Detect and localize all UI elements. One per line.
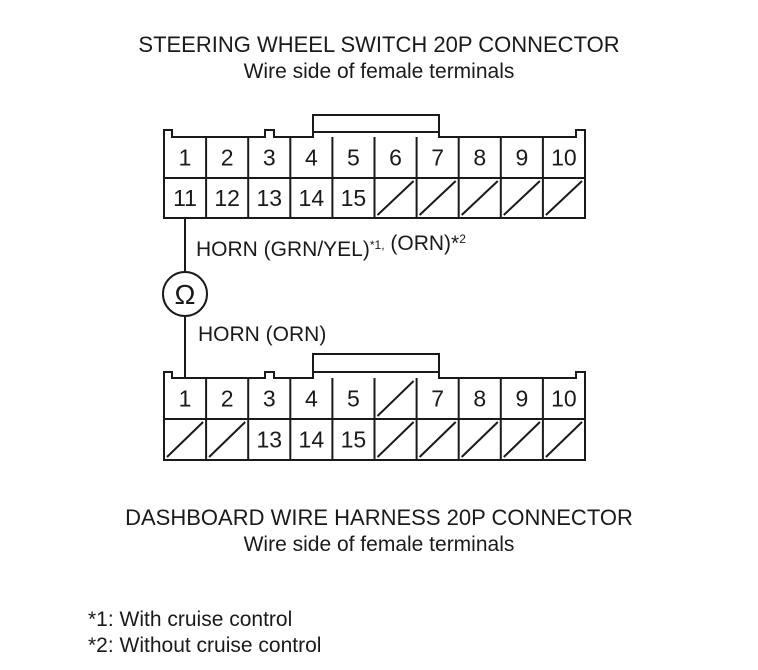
terminal-5: 5 xyxy=(347,145,360,171)
empty-cavity-slash xyxy=(376,380,415,417)
bottom-connector-title: DASHBOARD WIRE HARNESS 20P CONNECTOR xyxy=(125,505,633,530)
terminal-4: 4 xyxy=(305,386,318,412)
bottom-wire-label: HORN (ORN) xyxy=(198,323,327,346)
note-1: *1: With cruise control xyxy=(88,608,293,631)
top-connector-subtitle: Wire side of female terminals xyxy=(243,60,515,83)
bottom-connector-housing xyxy=(163,353,586,461)
empty-cavity-slash xyxy=(376,421,415,458)
terminal-15: 15 xyxy=(341,427,367,453)
terminal-1: 1 xyxy=(179,145,192,171)
ohm-icon: Ω xyxy=(175,279,196,310)
terminal-13: 13 xyxy=(256,427,282,453)
top-connector-title: STEERING WHEEL SWITCH 20P CONNECTOR xyxy=(138,32,620,57)
empty-cavity-slash xyxy=(503,180,541,216)
ohmmeter-symbol xyxy=(162,271,208,317)
empty-cavity-slash xyxy=(461,421,499,458)
terminal-3: 3 xyxy=(263,386,276,412)
terminal-15: 15 xyxy=(341,185,367,211)
terminal-8: 8 xyxy=(473,145,486,171)
top-connector-housing xyxy=(163,114,586,219)
top-wire-label: HORN (GRN/YEL)*1, (ORN)*2 xyxy=(196,232,466,261)
terminal-12: 12 xyxy=(214,185,240,211)
terminal-10: 10 xyxy=(551,145,577,171)
terminal-4: 4 xyxy=(305,145,318,171)
terminal-3: 3 xyxy=(263,145,276,171)
terminal-2: 2 xyxy=(221,386,234,412)
empty-cavity-slash xyxy=(545,180,583,216)
empty-cavity-slash xyxy=(418,421,457,458)
note-2: *2: Without cruise control xyxy=(88,634,322,657)
empty-cavity-slash xyxy=(166,421,204,458)
terminal-10: 10 xyxy=(551,386,577,412)
terminal-8: 8 xyxy=(473,386,486,412)
bottom-connector-subtitle: Wire side of female terminals xyxy=(243,533,515,556)
terminal-14: 14 xyxy=(299,427,325,453)
empty-cavity-slash xyxy=(503,421,541,458)
terminal-9: 9 xyxy=(515,386,528,412)
terminal-11: 11 xyxy=(173,185,197,211)
terminal-1: 1 xyxy=(179,386,192,412)
empty-cavity-slash xyxy=(208,421,246,458)
terminal-5: 5 xyxy=(347,386,360,412)
terminal-13: 13 xyxy=(256,185,282,211)
terminal-14: 14 xyxy=(299,185,325,211)
terminal-7: 7 xyxy=(431,386,444,412)
terminal-2: 2 xyxy=(221,145,234,171)
terminal-6: 6 xyxy=(389,145,402,171)
empty-cavity-slash xyxy=(545,421,583,458)
terminal-9: 9 xyxy=(515,145,528,171)
terminal-7: 7 xyxy=(431,145,444,171)
empty-cavity-slash xyxy=(376,180,415,216)
empty-cavity-slash xyxy=(418,180,457,216)
empty-cavity-slash xyxy=(461,180,499,216)
